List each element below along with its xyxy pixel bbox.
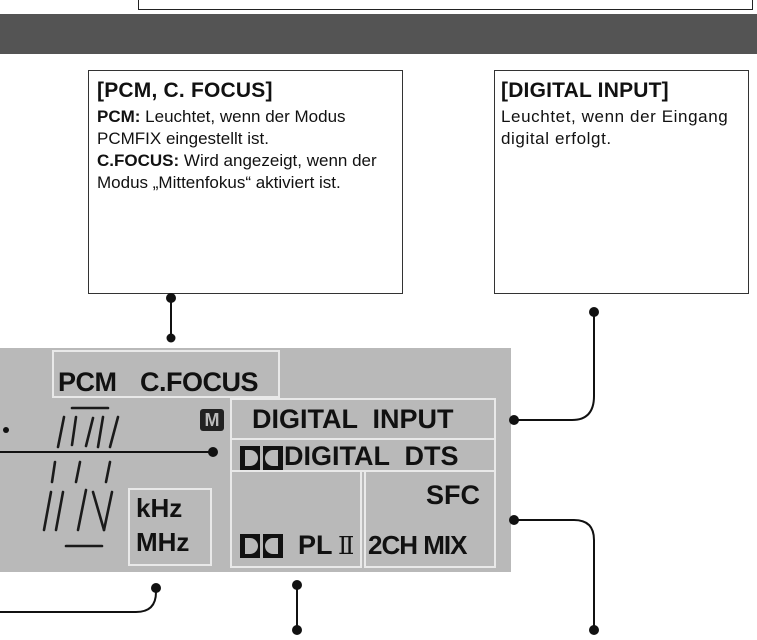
- callout-digital-title: [DIGITAL INPUT]: [501, 79, 669, 102]
- callout-cfocus-body: C.FOCUS: Wird angezeigt, wenn der Modus …: [97, 150, 394, 194]
- digital-dts-outline: [230, 438, 496, 472]
- cfocus-label: C.FOCUS:: [97, 151, 180, 170]
- top-frame: [138, 0, 753, 10]
- dolby-pl-icon: [240, 534, 284, 563]
- lcd-sfc: SFC: [426, 480, 480, 510]
- section-band: [0, 14, 757, 54]
- lcd-cfocus: C.FOCUS: [140, 367, 259, 397]
- lcd-digital-dts: DIGITAL DTS: [284, 441, 459, 471]
- callout-pcm-cfocus: [PCM, C. FOCUS] PCM: Leuchtet, wenn der …: [88, 70, 403, 294]
- pcm-label: PCM:: [97, 107, 141, 126]
- lcd-mhz: MHz: [136, 527, 190, 557]
- sfc-2chmix-outline: [364, 470, 496, 568]
- lcd-pl-roman: Ⅱ: [338, 532, 355, 560]
- dolby-pl-outline: [230, 470, 362, 568]
- dolby-digital-icon: [240, 446, 284, 475]
- callout-digital-body: Leuchtet, wenn der Eingang digital erfol…: [501, 107, 729, 148]
- pcm-text: Leuchtet, wenn der Modus PCMFIX eingeste…: [97, 107, 346, 148]
- cfocus-text: Wird angezeigt, wenn der Modus „Mittenfo…: [97, 151, 377, 192]
- callout-pcm-title: [PCM, C. FOCUS]: [97, 79, 273, 102]
- lcd-khz: kHz: [136, 493, 183, 523]
- lcd-pcm: PCM: [58, 367, 117, 397]
- m-indicator-icon: M: [200, 409, 224, 431]
- callout-digital-input: [DIGITAL INPUT] Leuchtet, wenn der Einga…: [494, 70, 749, 294]
- lcd-2ch-mix: 2CH MIX: [368, 530, 467, 560]
- callout-pcm-body: PCM: Leuchtet, wenn der Modus PCMFIX ein…: [97, 106, 394, 150]
- pcm-cfocus-outline: [52, 350, 280, 398]
- frequency-unit-outline: [128, 488, 212, 566]
- lcd-digital-input: DIGITAL INPUT: [252, 404, 454, 434]
- lcd-pl: PL: [298, 530, 333, 560]
